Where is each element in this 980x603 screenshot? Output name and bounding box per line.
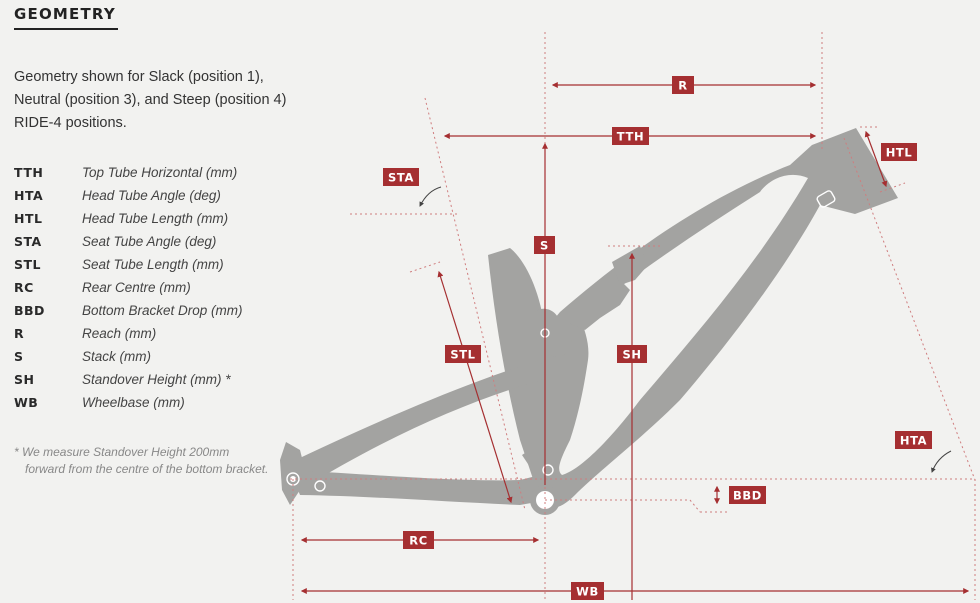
label-stl-text: STL: [450, 348, 475, 362]
legend-abbr: S: [14, 349, 24, 364]
label-sta-badge: [383, 168, 419, 186]
stl-top-tick: [409, 261, 441, 273]
intro-text: Geometry shown for Slack (position 1), N…: [14, 69, 287, 131]
legend-desc: Wheelbase (mm): [82, 395, 185, 410]
legend-desc: Rear Centre (mm): [82, 280, 191, 295]
label-rc-badge: [403, 531, 434, 549]
shock-body: [566, 280, 630, 330]
label-wb-text: WB: [576, 585, 599, 599]
legend-row-r: R Reach (mm): [14, 322, 314, 345]
legend-abbr: RC: [14, 280, 34, 295]
legend-desc: Head Tube Length (mm): [82, 211, 229, 226]
stl-dimension: [437, 270, 513, 504]
label-r: R: [672, 76, 694, 94]
legend-abbr: R: [14, 326, 25, 341]
label-bbd-text: BBD: [733, 489, 762, 503]
sta-arc-icon: [419, 186, 442, 207]
label-s-badge: [534, 236, 555, 254]
legend-abbr: TTH: [14, 165, 44, 180]
label-wb-badge: [571, 582, 604, 600]
legend-abbr: STL: [14, 257, 41, 272]
legend-row-stl: STL Seat Tube Length (mm): [14, 253, 314, 276]
label-hta: HTA: [895, 431, 932, 449]
label-htl-text: HTL: [886, 146, 913, 160]
chainstay: [290, 470, 548, 505]
legend-abbr: WB: [14, 395, 39, 410]
legend-desc: Seat Tube Angle (deg): [82, 234, 217, 249]
label-wb: WB: [571, 582, 604, 600]
legend-desc: Seat Tube Length (mm): [82, 257, 224, 272]
label-s-text: S: [540, 239, 549, 253]
legend-row-rc: RC Rear Centre (mm): [14, 276, 314, 299]
legend-row-sh: SH Standover Height (mm) *: [14, 368, 314, 391]
label-tth-text: TTH: [617, 130, 644, 144]
bb-pivot-icon: [542, 464, 554, 476]
label-tth: TTH: [612, 127, 649, 145]
steerer-axis-line: [843, 137, 976, 481]
seatstay: [285, 360, 548, 490]
hta-arc-icon: [931, 450, 952, 473]
legend-desc: Head Tube Angle (deg): [82, 188, 221, 203]
legend-row-bbd: BBD Bottom Bracket Drop (mm): [14, 299, 314, 322]
pivot-icon: [314, 480, 326, 492]
label-sh: SH: [617, 345, 647, 363]
legend-abbr: HTL: [14, 211, 43, 226]
htl-dimension: [864, 130, 888, 188]
legend-abbr: BBD: [14, 303, 45, 318]
legend-abbr: HTA: [14, 188, 44, 203]
legend-desc: Bottom Bracket Drop (mm): [82, 303, 243, 318]
footnote: * We measure Standover Height 200mm forw…: [14, 445, 269, 476]
legend-desc: Top Tube Horizontal (mm): [82, 165, 238, 180]
legend-desc: Reach (mm): [82, 326, 157, 341]
angle-arcs: [419, 186, 952, 473]
legend-desc: Stack (mm): [82, 349, 151, 364]
legend-row-s: S Stack (mm): [14, 345, 314, 368]
label-bbd-badge: [729, 486, 766, 504]
legend-row-hta: HTA Head Tube Angle (deg): [14, 184, 314, 207]
label-r-badge: [672, 76, 694, 94]
bike-frame: [280, 128, 898, 508]
label-stl: STL: [445, 345, 481, 363]
label-sta: STA: [383, 168, 419, 186]
label-sh-badge: [617, 345, 647, 363]
rocker-link: [530, 308, 572, 357]
legend-abbr: STA: [14, 234, 42, 249]
page-title: GEOMETRY: [14, 5, 116, 23]
label-s: S: [534, 236, 555, 254]
label-bbd: BBD: [729, 486, 766, 504]
main-triangle: [488, 128, 898, 508]
label-stl-badge: [445, 345, 481, 363]
geometry-legend: TTH Top Tube Horizontal (mm) HTA Head Tube…: [14, 161, 314, 414]
label-htl-badge: [881, 143, 917, 161]
bb-height-line-b: [689, 499, 701, 513]
label-tth-badge: [612, 127, 649, 145]
label-rc-text: RC: [409, 534, 428, 548]
label-sta-text: STA: [388, 171, 414, 185]
legend-row-wb: WB Wheelbase (mm): [14, 391, 314, 414]
legend-desc: Standover Height (mm) *: [82, 372, 231, 387]
legend-row-htl: HTL Head Tube Length (mm): [14, 207, 314, 230]
legend-row-sta: STA Seat Tube Angle (deg): [14, 230, 314, 253]
label-rc: RC: [403, 531, 434, 549]
title-underline: [14, 28, 118, 30]
label-htl: HTL: [881, 143, 917, 161]
label-sh-text: SH: [622, 348, 641, 362]
legend-row-tth: TTH Top Tube Horizontal (mm): [14, 161, 314, 184]
label-hta-text: HTA: [900, 434, 927, 448]
shock-mount: [612, 246, 648, 285]
legend-abbr: SH: [14, 372, 35, 387]
label-hta-badge: [895, 431, 932, 449]
label-r-text: R: [678, 79, 687, 93]
dimension-lines: [300, 82, 970, 600]
frame-port-icon: [816, 190, 836, 208]
